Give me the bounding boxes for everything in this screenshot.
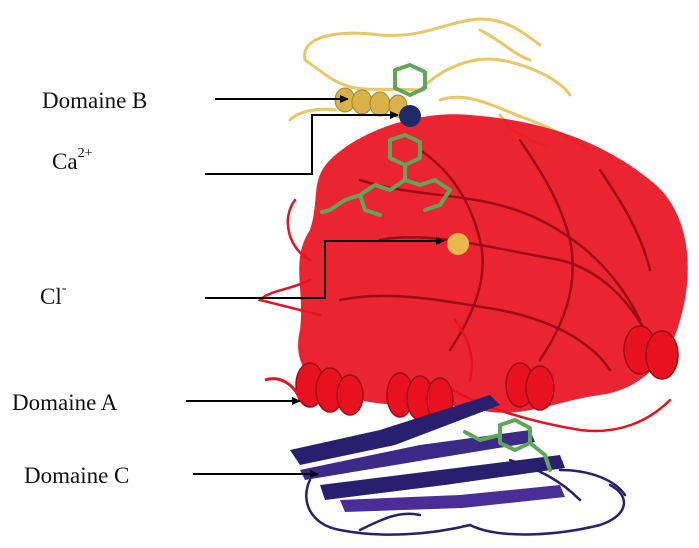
chloride-ion [447, 233, 469, 255]
domain-c-ribbon [290, 395, 625, 535]
label-domain-c: Domaine C [24, 464, 129, 487]
label-domain-b: Domaine B [42, 89, 147, 112]
calcium-ion [399, 105, 421, 127]
label-chloride: Cl- [40, 285, 66, 308]
domain-b-helix [335, 88, 407, 117]
label-calcium: Ca2+ [52, 150, 92, 173]
label-domain-a: Domaine A [12, 391, 117, 414]
